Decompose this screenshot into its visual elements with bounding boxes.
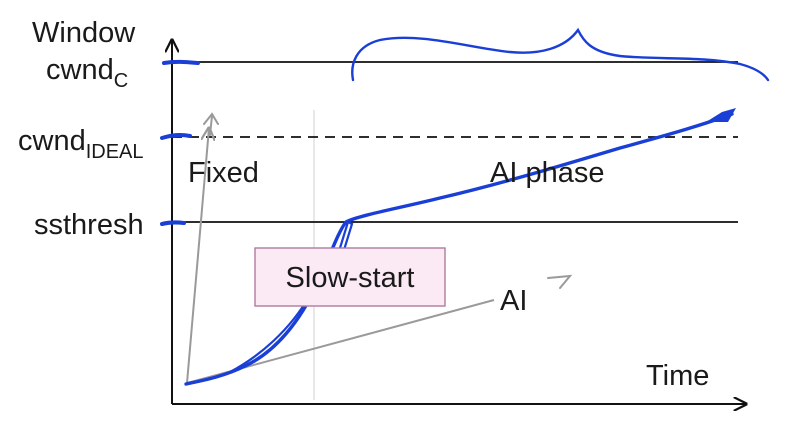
ssthresh-tick bbox=[160, 220, 186, 226]
cwnd-c-fluctuation-curve bbox=[351, 27, 770, 82]
window-curve-arrow-icon bbox=[706, 108, 736, 122]
cwnd-c-label: cwndC bbox=[46, 54, 128, 92]
ssthresh-label: ssthresh bbox=[34, 209, 144, 241]
cwnd-ideal-label-main: cwnd bbox=[18, 125, 86, 157]
slow-start-label: Slow-start bbox=[286, 262, 415, 294]
fixed-up-arrow bbox=[203, 112, 219, 136]
cwnd-ideal-tick bbox=[160, 132, 192, 140]
slow-start-box bbox=[254, 247, 446, 307]
y-axis-label: Window bbox=[32, 17, 136, 49]
cwnd-ideal-label-sub: IDEAL bbox=[86, 141, 144, 163]
fixed-arrow bbox=[186, 128, 209, 384]
x-axis-label: Time bbox=[646, 360, 709, 392]
fixed-label: Fixed bbox=[188, 157, 259, 189]
ai-label: AI bbox=[500, 285, 527, 317]
ai-arrow-head bbox=[547, 274, 573, 289]
window-curve bbox=[184, 112, 734, 386]
cwnd-c-label-sub: C bbox=[114, 70, 128, 92]
cwnd-ideal-label: cwndIDEAL bbox=[18, 125, 144, 163]
cwnd-c-label-main: cwnd bbox=[46, 54, 114, 86]
cwnd-c-tick bbox=[162, 59, 200, 65]
ai-phase-label: AI phase bbox=[490, 157, 604, 189]
